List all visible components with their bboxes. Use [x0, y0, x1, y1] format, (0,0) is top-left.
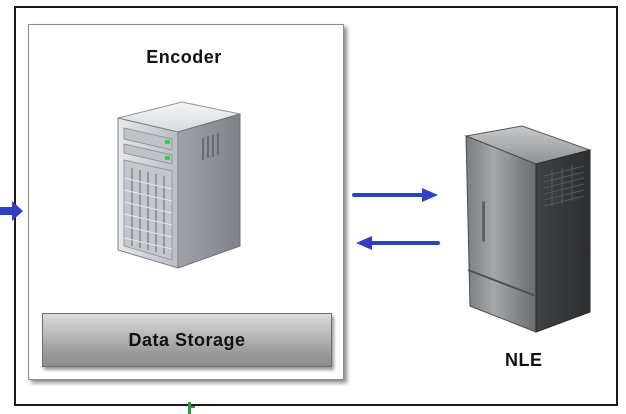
arrow-to-nle [352, 188, 438, 202]
data-storage-bar: Data Storage [42, 313, 332, 367]
encoder-title: Encoder [146, 47, 222, 67]
data-storage-label: Data Storage [128, 329, 246, 350]
dark-server-tower-icon [464, 125, 592, 333]
server-tower-icon [117, 101, 241, 269]
incoming-arrow [0, 201, 23, 221]
nle-title: NLE [505, 350, 543, 370]
arrow-to-encoder [356, 236, 440, 250]
bottom-connector-marker [188, 402, 195, 414]
